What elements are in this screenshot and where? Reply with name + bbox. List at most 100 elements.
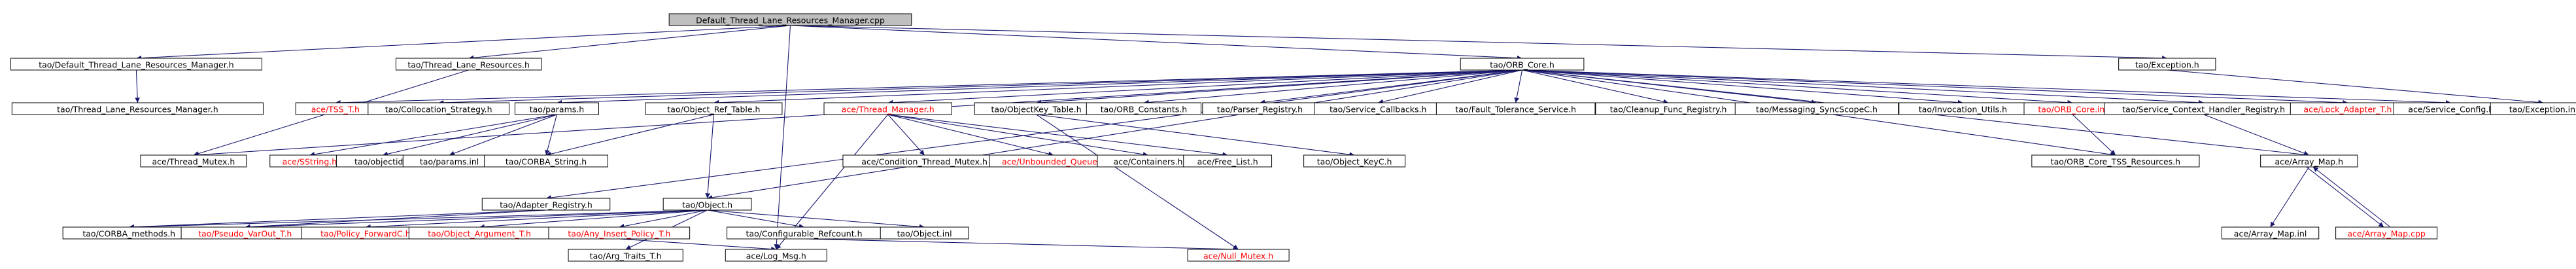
- edge-orb_core_h-to-orb_constants: [1143, 69, 1522, 105]
- node-tao-thread-lane-resources-h[interactable]: tao/Thread_Lane_Resources.h: [395, 58, 542, 71]
- node-tao-adapter-registry-h[interactable]: tao/Adapter_Registry.h: [481, 198, 611, 211]
- edge-orb_core_h-to-object_h: [707, 69, 1522, 200]
- edge-thread_manager-to-unbounded_queue: [887, 114, 1054, 156]
- node-ace-sstring-h[interactable]: ace/SString.h: [269, 154, 350, 168]
- node-tao-parser-registry-h[interactable]: tao/Parser_Registry.h: [1202, 102, 1318, 115]
- node-ace-service-config-h[interactable]: ace/Service_Config.h: [2393, 102, 2509, 115]
- node-label: tao/Thread_Lane_Resources.h: [407, 60, 530, 70]
- edge-array_map_h-to-array_map_cpp: [2306, 166, 2384, 228]
- node-tao-params-inl[interactable]: tao/params.inl: [402, 154, 496, 168]
- node-tao-object-keyc-h[interactable]: tao/Object_KeyC.h: [1303, 154, 1406, 168]
- node-tao-collocation-strategy-h[interactable]: tao/Collocation_Strategy.h: [368, 102, 509, 115]
- edge-orb_core_h-to-tss_t: [335, 69, 1522, 105]
- node-box: [1303, 154, 1406, 168]
- node-ace-array-map-cpp[interactable]: ace/Array_Map.cpp: [2335, 226, 2438, 240]
- node-tao-params-h[interactable]: tao/params.h: [514, 102, 599, 115]
- node-box: [1435, 102, 1596, 115]
- node-tao-thread-lane-resources-manager-h[interactable]: tao/Thread_Lane_Resources_Manager.h: [11, 102, 264, 115]
- node-tao-configurable-refcount-h[interactable]: tao/Configurable_Refcount.h: [727, 226, 882, 240]
- node-box: [880, 226, 969, 240]
- node-tao-service-callbacks-h[interactable]: tao/Service_Callbacks.h: [1314, 102, 1443, 115]
- node-label: ace/Service_Config.h: [2408, 105, 2494, 115]
- edge-object_h-to-configurable_refcount: [707, 209, 804, 229]
- node-tao-cleanup-func-registry-h[interactable]: tao/Cleanup_Func_Registry.h: [1595, 102, 1742, 115]
- node-ace-null-mutex-h[interactable]: ace/Null_Mutex.h: [1187, 249, 1290, 262]
- edge-obj_ref_table-to-object_h: [705, 114, 714, 199]
- node-ace-lock-adapter-t-h[interactable]: ace/Lock_Adapter_T.h: [2290, 102, 2406, 115]
- edge-orb_core_h-to-obj_ref_table: [713, 69, 1522, 105]
- node-tao-arg-traits-t-h[interactable]: tao/Arg_Traits_T.h: [568, 249, 683, 262]
- node-ace-array-map-h[interactable]: ace/Array_Map.h: [2260, 154, 2358, 168]
- edge-orb_core_h-to-service_config: [1522, 69, 2451, 105]
- node-tao-policy-forwardc-h[interactable]: tao/Policy_ForwardC.h: [301, 226, 430, 240]
- node-tao-service-context-handler-registry-h[interactable]: tao/Service_Context_Handler_Registry.h: [2104, 102, 2303, 115]
- edge-thread_manager-to-containers: [887, 114, 1148, 157]
- node-tao-objectkey-table-h[interactable]: tao/ObjectKey_Table.h: [974, 102, 1099, 115]
- node-label: ace/Thread_Manager.h: [842, 105, 935, 115]
- node-label: tao/ObjectKey_Table.h: [991, 105, 1081, 115]
- node-tao-orb-constants-h[interactable]: tao/ORB_Constants.h: [1086, 102, 1202, 115]
- node-label: ace/Lock_Adapter_T.h: [2303, 105, 2392, 115]
- node-tao-invocation-utils-h[interactable]: tao/Invocation_Utils.h: [1898, 102, 2027, 115]
- edge-orb_core_inl-to-orb_core_tss: [2072, 114, 2116, 156]
- node-tao-orb-core-tss-resources-h[interactable]: tao/ORB_Core_TSS_Resources.h: [2031, 154, 2200, 168]
- node-label: ace/Containers.h: [1114, 157, 1183, 167]
- node-ace-log-msg-h[interactable]: ace/Log_Msg.h: [725, 249, 827, 262]
- node-box: [2260, 154, 2358, 168]
- node-tao-object-ref-table-h[interactable]: tao/Object_Ref_Table.h: [645, 102, 783, 115]
- node-label: tao/params.h: [530, 105, 584, 115]
- node-label: tao/ORB_Core_TSS_Resources.h: [2051, 157, 2180, 167]
- node-box: [2335, 226, 2438, 240]
- node-label: tao/CORBA_String.h: [506, 157, 587, 167]
- edge-params_h-to-params_inl: [449, 114, 557, 156]
- node-tao-orb-core-h[interactable]: tao/ORB_Core.h: [1460, 58, 1585, 71]
- node-tao-messaging-syncscopec-h[interactable]: tao/Messaging_SyncScopeC.h: [1734, 102, 1899, 115]
- node-ace-array-map-inl[interactable]: ace/Array_Map.inl: [2221, 226, 2320, 240]
- node-ace-free-list-h[interactable]: ace/Free_List.h: [1183, 154, 1273, 168]
- node-tao-corba-string-h[interactable]: tao/CORBA_String.h: [484, 154, 608, 168]
- node-ace-containers-h[interactable]: ace/Containers.h: [1097, 154, 1199, 168]
- node-ace-condition-thread-mutex-h[interactable]: ace/Condition_Thread_Mutex.h: [842, 154, 1006, 168]
- node-box: [1460, 58, 1585, 71]
- node-tao-object-inl[interactable]: tao/Object.inl: [880, 226, 969, 240]
- node-box: [140, 154, 247, 168]
- node-label: tao/Any_Insert_Policy_T.h: [568, 229, 670, 239]
- node-box: [481, 198, 611, 211]
- edge-object_h-to-object_argument: [479, 209, 708, 230]
- node-ace-thread-manager-h[interactable]: ace/Thread_Manager.h: [823, 102, 952, 115]
- node-tao-default-thread-lane-resources-manager-h[interactable]: tao/Default_Thread_Lane_Resources_Manage…: [10, 58, 262, 71]
- node-ace-tss-t-h[interactable]: ace/TSS_T.h: [295, 102, 376, 115]
- edge-svc_ctx_handler-to-array_map_h: [2203, 114, 2309, 156]
- node-box: [568, 249, 683, 262]
- edge-array_map_cpp-to-array_map_h: [2312, 166, 2391, 228]
- node-tao-exception-h[interactable]: tao/Exception.h: [2118, 58, 2216, 71]
- node-tao-corba-methods-h[interactable]: tao/CORBA_methods.h: [62, 226, 196, 240]
- edge-object_h-to-any_insert_policy: [619, 209, 708, 229]
- node-tao-exception-inl[interactable]: tao/Exception.inl: [2490, 102, 2576, 115]
- node-label: ace/Log_Msg.h: [746, 251, 806, 261]
- node-label: tao/Exception.h: [2135, 60, 2199, 70]
- node-label: tao/Messaging_SyncScopeC.h: [1756, 105, 1878, 115]
- node-box: [395, 58, 542, 71]
- node-box: [548, 226, 691, 240]
- node-ace-unbounded-queue-h[interactable]: ace/Unbounded_Queue.h: [989, 154, 1118, 168]
- node-box: [2490, 102, 2576, 115]
- node-tao-object-argument-t-h[interactable]: tao/Object_Argument_T.h: [408, 226, 551, 240]
- node-label: tao/ORB_Core.inl: [2038, 105, 2107, 115]
- node-label: ace/Condition_Thread_Mutex.h: [861, 157, 987, 167]
- node-tao-fault-tolerance-service-h[interactable]: tao/Fault_Tolerance_Service.h: [1435, 102, 1596, 115]
- node-label: tao/Policy_ForwardC.h: [320, 229, 411, 239]
- edge-orb_core_h-to-fault_tolerance: [1514, 69, 1523, 103]
- node-box: [484, 154, 608, 168]
- node-box: [1187, 249, 1290, 262]
- edge-orb_core_h-to-adapter_registry: [545, 69, 1522, 200]
- node-tao-orb-core-inl[interactable]: tao/ORB_Core.inl: [2023, 102, 2121, 115]
- node-box: [725, 249, 827, 262]
- node-tao-pseudo-varout-t-h[interactable]: tao/Pseudo_VarOut_T.h: [180, 226, 309, 240]
- node-tao-object-h[interactable]: tao/Object.h: [662, 198, 752, 211]
- node-box: [1183, 154, 1273, 168]
- node-ace-thread-mutex-h[interactable]: ace/Thread_Mutex.h: [140, 154, 247, 168]
- node-box: [823, 102, 952, 115]
- node-tao-any-insert-policy-t-h[interactable]: tao/Any_Insert_Policy_T.h: [548, 226, 691, 240]
- node-label: tao/Arg_Traits_T.h: [590, 251, 662, 261]
